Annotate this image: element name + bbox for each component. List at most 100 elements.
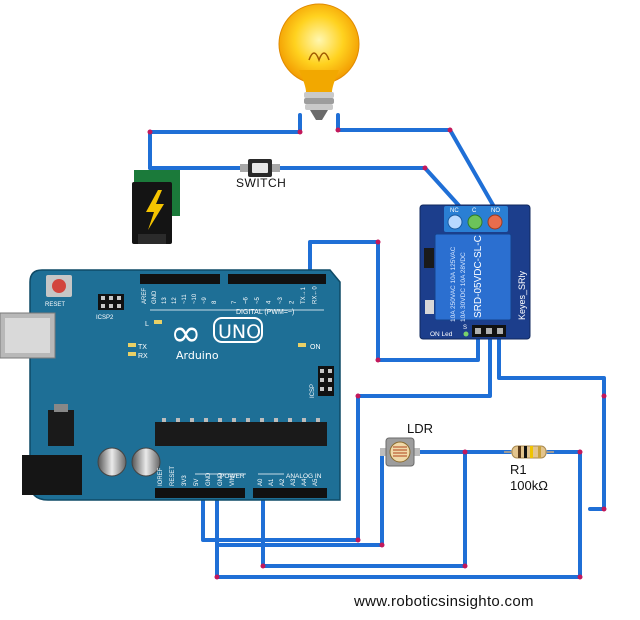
digital-pin-label: 13 [162, 297, 168, 304]
digital-pin-label: ~5 [255, 296, 261, 304]
wire-bulb-to-switch-jack [148, 113, 302, 170]
website-url: www.roboticsinsighto.com [354, 593, 534, 610]
relay-pin [497, 328, 503, 334]
joint [335, 127, 341, 133]
analog-pin-label: A0 [258, 478, 264, 486]
digital-pin-label: 8 [212, 300, 218, 304]
voltage-regulator [48, 410, 74, 446]
terminal-screw-no [487, 214, 503, 230]
analog-pin-label: A3 [291, 478, 297, 486]
relay-led-label: ON Led [430, 331, 453, 338]
led-tx-label: TX [138, 344, 147, 351]
relay-pin [486, 328, 492, 334]
switch-label: SWITCH [236, 176, 287, 190]
resistor-r1 [504, 445, 554, 459]
resistor-value-label: 100kΩ [510, 478, 548, 493]
digital-pin-label: TX→1 [301, 286, 307, 304]
digital-pin-label: AREF [142, 288, 148, 304]
led-l-label: L [145, 321, 149, 328]
led-on-label: ON [310, 344, 321, 351]
digital-header-label: DIGITAL (PWM=~) [236, 309, 294, 316]
analog-pin-label: A1 [269, 478, 275, 486]
joint [462, 563, 468, 569]
reset-label: RESET [45, 302, 65, 308]
barrel-jack [22, 455, 82, 495]
ldr-sensor [380, 437, 420, 467]
power-header-label: POWER [220, 473, 245, 480]
light-bulb [278, 3, 360, 120]
push-switch [240, 159, 280, 177]
analog-header-label: ANALOG IN [286, 473, 322, 480]
digital-pin-label: ~6 [244, 296, 250, 304]
analog-pin-label: A2 [280, 478, 286, 486]
power-pin-label: VIN [230, 476, 236, 486]
power-header [155, 488, 245, 498]
relay-rating-line-1: 10A 250VAC 10A 125VAC [450, 246, 457, 322]
lightning-icon [146, 190, 164, 230]
joint [577, 574, 583, 580]
resistor-name-label: R1 [510, 462, 527, 477]
power-pin-label: GND [206, 472, 212, 486]
digital-pin-label: 7 [232, 300, 238, 304]
relay-rating-line-2: 10A 30VDC 10A 28VDC [460, 252, 467, 322]
wire-relay-gnd-to-arduino-gnd [308, 240, 480, 362]
power-pin-label: RESET [170, 466, 176, 486]
digital-pin-label: GND [152, 290, 158, 304]
digital-pin-label: ~11 [182, 294, 188, 304]
capacitor [97, 447, 127, 477]
wires [148, 113, 606, 579]
joint [422, 165, 428, 171]
analog-pin-labels: A0 A1 A2 A3 A4 A5 [258, 478, 319, 486]
terminal-screw-c [467, 214, 483, 230]
relay-part-number: SRD-05VDC-SL-C [473, 235, 484, 318]
joint [147, 129, 153, 135]
terminal-label-c: C [472, 208, 477, 214]
joint [462, 449, 468, 455]
analog-header [253, 488, 327, 498]
joint [355, 537, 361, 543]
board-model-label: UNO [218, 321, 261, 343]
wire-relay-signal [497, 336, 606, 511]
icsp-label: ICSP [310, 384, 316, 398]
terminal-label-nc: NC [450, 208, 459, 214]
arduino-logo-icon: ∞ [170, 311, 202, 355]
wire-joints [147, 127, 607, 580]
terminal-screw-nc [447, 214, 463, 230]
dc-power-jack [132, 170, 180, 244]
relay-pin [475, 328, 481, 334]
digital-pin-label: ~3 [278, 296, 284, 304]
joint [577, 449, 583, 455]
relay-on-led [463, 331, 469, 337]
capacitor [131, 447, 161, 477]
digital-pin-label: 2 [290, 300, 296, 304]
microcontroller-chip [155, 422, 327, 446]
power-pin-label: 5V [194, 479, 200, 486]
terminal-label-no: NO [491, 208, 500, 214]
analog-pin-label: A5 [313, 478, 319, 486]
power-pin-label: GND [218, 472, 224, 486]
wire-analog-a0 [261, 450, 467, 568]
ldr-label: LDR [407, 421, 434, 436]
relay-signal-pin-label: S [463, 325, 467, 331]
digital-pin-label: ~9 [202, 296, 208, 304]
wire-bulb-to-relay-no [336, 113, 499, 214]
joint [379, 542, 385, 548]
power-pin-label: IOREF [158, 467, 164, 486]
digital-pin-label: RX←0 [313, 286, 319, 304]
relay-module-name: Keyes_SRly [517, 270, 527, 320]
reset-button [52, 279, 66, 293]
joint [447, 127, 453, 133]
digital-header-left [140, 274, 220, 284]
joint [214, 574, 220, 580]
top-pin-labels-right: 7 ~6 ~5 4 ~3 2 TX→1 RX←0 [232, 286, 319, 304]
digital-pin-label: 4 [267, 300, 273, 304]
digital-pin-label: ~10 [192, 293, 198, 304]
joint [355, 393, 361, 399]
joint [601, 506, 607, 512]
led-rx-label: RX [138, 353, 148, 360]
analog-pin-label: A4 [302, 478, 308, 486]
